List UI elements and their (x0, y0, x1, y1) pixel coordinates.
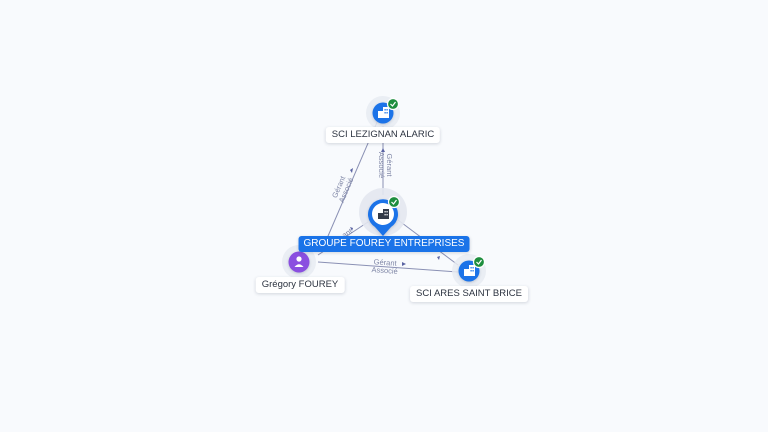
arrow-person-center (350, 227, 353, 231)
node-label-gregory-fourey[interactable]: Grégory FOUREY (255, 277, 345, 293)
person-icon (294, 256, 304, 267)
edge-label-line2: Associé (377, 152, 386, 178)
edge-arrows (350, 148, 440, 266)
arrow-center-right (437, 256, 440, 260)
node-label-sci-ares-saint-brice[interactable]: SCI ARES SAINT BRICE (410, 286, 528, 302)
verified-check-icon (387, 195, 401, 209)
verified-check-icon (472, 255, 486, 269)
building-icon (378, 209, 389, 219)
node-sci-lezignan-alaric[interactable] (366, 96, 400, 130)
building-icon (464, 265, 475, 276)
verified-check-icon (386, 97, 400, 111)
arrow-person-right (402, 262, 406, 266)
arrow-center-top (381, 148, 385, 152)
edge-label-line1: Gérant (373, 257, 397, 268)
arrow-person-top (350, 168, 353, 173)
edge-label-person-right: Gérant Associé (371, 257, 398, 276)
node-label-groupe-fourey-entreprises[interactable]: GROUPE FOUREY ENTREPRISES (298, 236, 470, 252)
edge-person-right[interactable] (317, 261, 459, 273)
node-label-sci-lezignan-alaric[interactable]: SCI LEZIGNAN ALARIC (325, 127, 441, 143)
edge-label-center-top: Gérant Associé (377, 152, 394, 178)
edge-label-person-top: Gérant Associé (330, 174, 355, 204)
edge-label-line2: Associé (371, 265, 398, 276)
building-icon (378, 107, 389, 118)
node-sci-ares-saint-brice[interactable] (452, 254, 486, 288)
node-groupe-fourey-entreprises[interactable] (359, 188, 407, 236)
node-gregory-fourey[interactable] (282, 245, 316, 279)
edge-label-line1: Gérant (385, 154, 394, 178)
